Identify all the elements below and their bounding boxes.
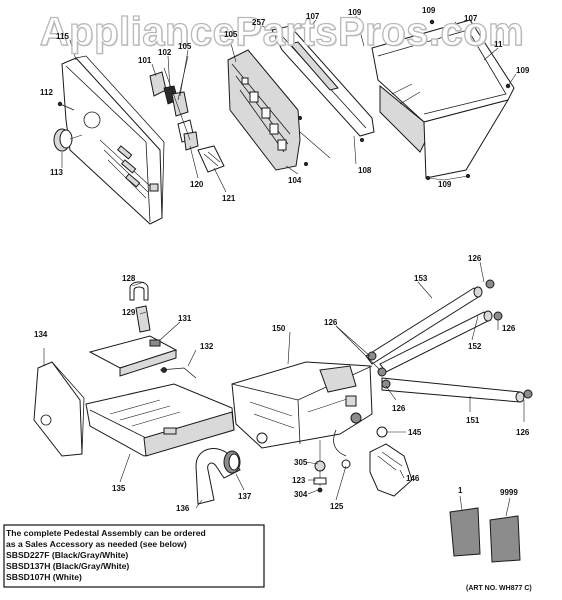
callout-146: 146	[406, 474, 420, 483]
callout-137: 137	[238, 492, 252, 501]
callout-129: 129	[122, 308, 136, 317]
callout-123: 123	[292, 476, 306, 485]
pedestal-note: The complete Pedestal Assembly can be or…	[6, 528, 262, 583]
note-box	[3, 524, 265, 588]
note-line-3: SBSD227F (Black/Gray/White)	[6, 550, 129, 560]
note-line-1: The complete Pedestal Assembly can be or…	[6, 528, 206, 538]
callout-109a: 109	[348, 8, 362, 17]
drain-parts	[313, 412, 413, 497]
callout-257: 257	[252, 18, 266, 27]
callout-11: 11	[494, 40, 503, 49]
callout-109d: 109	[438, 180, 452, 189]
callout-126e: 126	[516, 428, 530, 437]
callout-107a: 107	[306, 12, 320, 21]
callout-126a: 126	[468, 254, 482, 263]
callout-126b: 126	[502, 324, 516, 333]
dispenser-tray	[88, 335, 197, 379]
callout-108: 108	[358, 166, 372, 175]
top-panel	[371, 19, 515, 180]
callout-135: 135	[112, 484, 126, 493]
front-wall	[33, 361, 85, 457]
callout-115: 115	[56, 32, 69, 41]
callout-9999: 9999	[500, 488, 518, 497]
screw	[57, 101, 75, 111]
callout-304: 304	[294, 490, 308, 499]
callout-145: 145	[408, 428, 422, 437]
hoses	[365, 279, 533, 403]
note-line-5: SBSD107H (White)	[6, 572, 82, 582]
dispenser-housing	[231, 361, 373, 449]
callout-112: 112	[40, 88, 53, 97]
callout-153: 153	[414, 274, 428, 283]
callout-126c: 126	[324, 318, 338, 327]
callout-101: 101	[138, 56, 152, 65]
callout-109b: 109	[422, 6, 436, 15]
literature	[449, 507, 521, 563]
callout-102: 102	[158, 48, 172, 57]
callout-1: 1	[458, 486, 463, 495]
callout-121: 121	[222, 194, 236, 203]
callout-131: 131	[178, 314, 192, 323]
callout-109c: 109	[516, 66, 530, 75]
callout-120: 120	[190, 180, 204, 189]
callout-105a: 105	[178, 42, 192, 51]
callout-132: 132	[200, 342, 214, 351]
callout-134: 134	[34, 330, 48, 339]
clip-parts	[129, 281, 151, 333]
switch-parts	[149, 55, 225, 173]
bracket	[271, 25, 375, 142]
note-line-2: as a Sales Accessory as needed (see belo…	[6, 539, 187, 549]
callout-151: 151	[466, 416, 480, 425]
callout-128: 128	[122, 274, 136, 283]
callout-305: 305	[294, 458, 308, 467]
callout-125: 125	[330, 502, 344, 511]
leader-lines	[43, 15, 525, 517]
callout-105b: 105	[224, 30, 238, 39]
callout-104: 104	[288, 176, 302, 185]
control-panel	[61, 55, 165, 225]
callout-113: 113	[50, 168, 63, 177]
knob	[53, 128, 83, 152]
callout-136: 136	[176, 504, 190, 513]
art-number: (ART NO. WH877 C)	[466, 585, 532, 592]
dispenser-drawer	[85, 383, 235, 457]
control-board	[227, 49, 308, 171]
callout-152: 152	[468, 342, 482, 351]
callout-150: 150	[272, 324, 286, 333]
boot-elbow	[195, 448, 241, 505]
callout-107b: 107	[464, 14, 478, 23]
note-line-4: SBSD137H (Black/Gray/White)	[6, 561, 130, 571]
callout-126d: 126	[392, 404, 406, 413]
